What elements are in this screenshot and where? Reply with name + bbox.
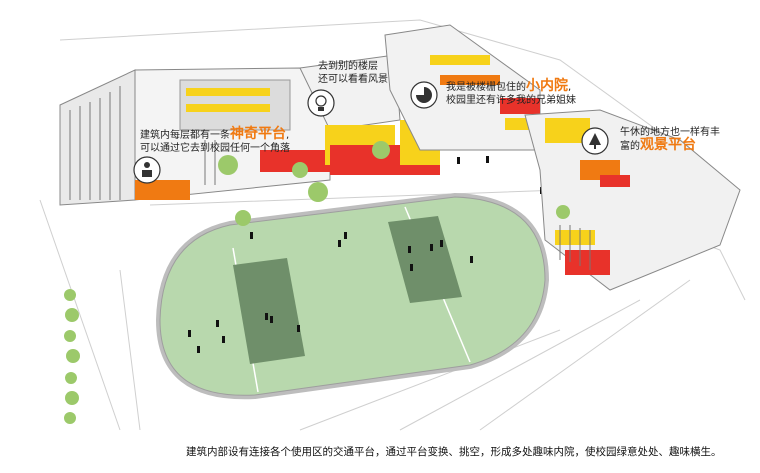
court-right <box>388 216 462 303</box>
people-icon <box>133 156 161 184</box>
annotation-courtyard: 我是被楼栅包住的小内院, 校园里还有许多我的兄弟姐妹 <box>446 78 576 107</box>
annotation-courtyard-text2: 校园里还有许多我的兄弟姐妹 <box>446 95 576 106</box>
annotation-courtyard-highlight: 小内院 <box>526 78 568 94</box>
annotation-platform: 建筑内每层都有一条神奇平台, 可以通过它去到校园任何一个角落 <box>140 126 290 155</box>
trees <box>64 141 570 424</box>
tree-icon <box>581 127 609 155</box>
annotation-viewing-text2: 富的 <box>620 141 640 152</box>
annotation-floors: 去到别的楼层 还可以看看风景 <box>318 60 388 86</box>
annotation-courtyard-punct: , <box>568 82 572 93</box>
lightbulb-icon <box>307 89 335 117</box>
court-left <box>233 258 305 364</box>
annotation-courtyard-text1: 我是被楼栅包住的 <box>446 82 526 93</box>
annotation-floors-text1: 去到别的楼层 <box>318 61 378 72</box>
building-left <box>59 67 331 206</box>
figure-caption: 建筑内部设有连接各个使用区的交通平台，通过平台变换、挑空，形成多处趣味内院，使校… <box>186 446 722 458</box>
building-upper-right <box>384 24 541 151</box>
annotation-viewing: 午休的地方也一样有丰 富的观景平台 <box>620 126 720 153</box>
annotation-floors-text2: 还可以看看风景 <box>318 74 388 85</box>
annotation-viewing-highlight: 观景平台 <box>640 137 696 153</box>
building-right <box>524 109 741 291</box>
running-track <box>155 192 550 400</box>
annotation-viewing-text1: 午休的地方也一样有丰 <box>620 127 720 138</box>
annotation-platform-highlight: 神奇平台 <box>230 126 286 142</box>
annotation-platform-punct: , <box>286 130 290 141</box>
annotation-platform-text1: 建筑内每层都有一条 <box>140 130 230 141</box>
pie-chart-icon <box>410 81 438 109</box>
annotation-platform-text2: 可以通过它去到校园任何一个角落 <box>140 143 290 154</box>
